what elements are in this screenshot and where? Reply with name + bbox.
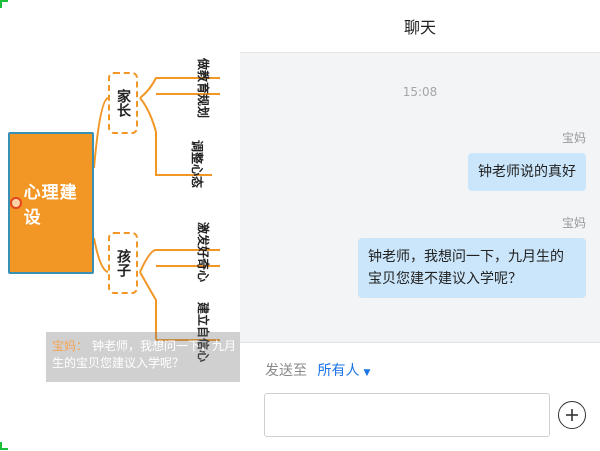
caret-down-icon[interactable]: ▼ (363, 368, 371, 378)
frame-corner-marker (0, 0, 8, 8)
plus-icon (566, 409, 578, 421)
branch-label: 孩子 (115, 249, 131, 277)
leaf-label: 调整心态 (190, 140, 204, 189)
mindmap-root-node: 心理建设 (8, 132, 94, 274)
root-bullet-icon (10, 197, 22, 209)
recipient-value[interactable]: 所有人 (317, 363, 360, 379)
branch-node-child: 孩子 (108, 232, 138, 294)
message-sender: 宝妈 (561, 131, 586, 145)
branch-label: 家长 (115, 89, 131, 117)
chat-title: 聊天 (403, 18, 436, 37)
leaf-label: 做教育规划 (196, 58, 210, 119)
subtitle-speaker: 宝妈： (52, 339, 89, 353)
video-stage: 心理建设 家长 孩子 做教育规划 调整心态 激发好奇心 建立自信心 宝妈：钟老师… (0, 0, 240, 450)
composer: 发送至 所有人▼ (240, 342, 600, 451)
subtitle-overlay: 宝妈：钟老师，我想问一下，九月生的宝贝您建议入学呢？ (46, 332, 240, 382)
frame-corner-marker (0, 442, 8, 450)
message-timestamp: 15:08 (402, 85, 438, 99)
message-input[interactable] (264, 393, 550, 437)
leaf-label: 激发好奇心 (196, 222, 210, 283)
message-bubble: 钟老师，我想问一下，九月生的宝贝您建不建议入学呢？ (358, 238, 586, 298)
root-label: 心理建设 (23, 183, 78, 228)
mindmap-connectors (93, 77, 220, 341)
send-to-label: 发送至 (265, 363, 307, 379)
message-sender: 宝妈 (561, 216, 586, 230)
branch-node-parents: 家长 (108, 72, 138, 134)
message-list[interactable]: 15:08 宝妈 钟老师说的真好 宝妈 钟老师，我想问一下，九月生的宝贝您建不建… (240, 52, 600, 342)
chat-header: 聊天 (240, 0, 600, 53)
message-bubble: 钟老师说的真好 (468, 153, 586, 191)
recipient-select[interactable]: 所有人▼ (317, 363, 370, 379)
add-button[interactable] (558, 401, 586, 429)
send-to-row: 发送至 所有人▼ (265, 360, 370, 380)
subtitle-text: 钟老师，我想问一下，九月生的宝贝您建议入学呢？ (52, 339, 237, 370)
chat-panel: 聊天 15:08 宝妈 钟老师说的真好 宝妈 钟老师，我想问一下，九月生的宝贝您… (240, 0, 600, 451)
